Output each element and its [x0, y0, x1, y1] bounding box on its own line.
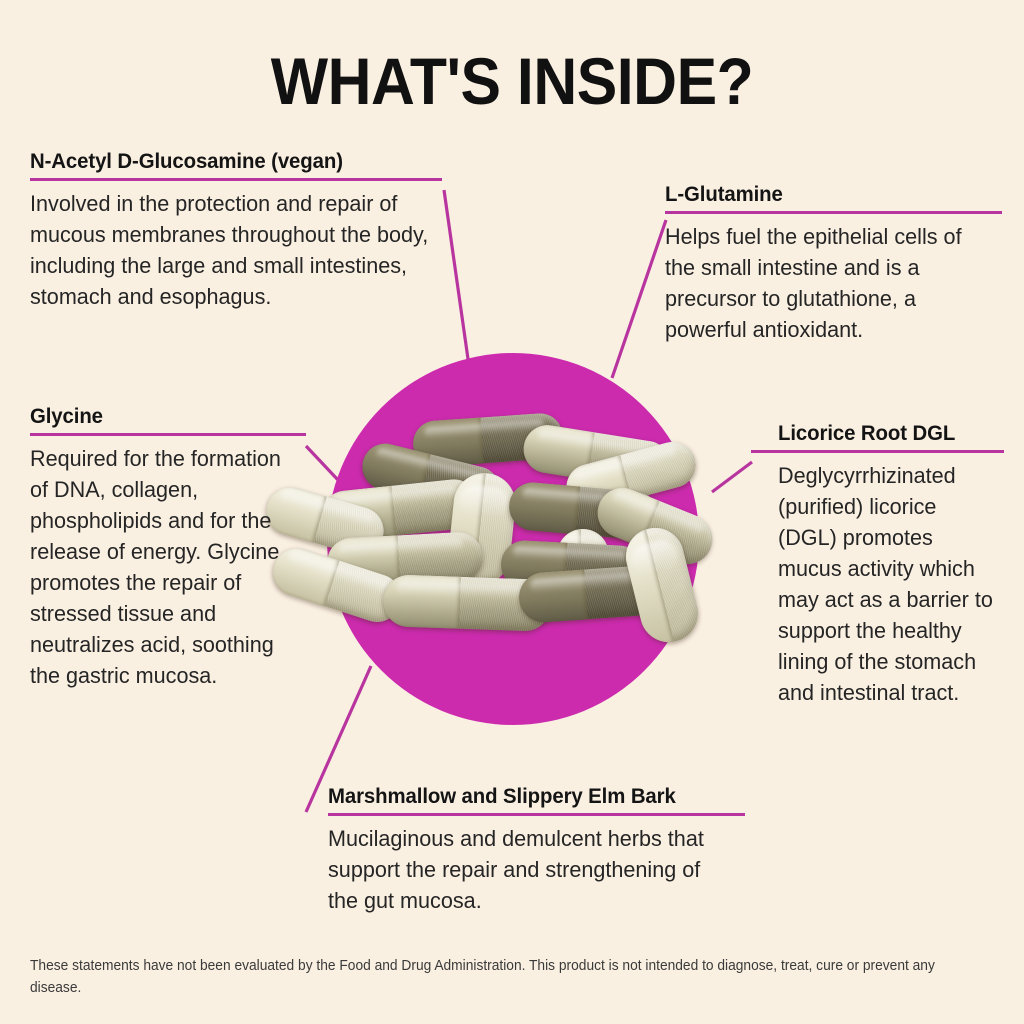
callout-body-glycine: Required for the formation of DNA, colla… — [30, 446, 281, 689]
callout-rule-glycine — [30, 433, 306, 436]
callout-n-acetyl-d-glucosamine: N-Acetyl D-Glucosamine (vegan) Involved … — [30, 150, 446, 312]
connector-n-acetyl — [442, 189, 472, 374]
callout-heading-licorice: Licorice Root DGL — [778, 422, 956, 445]
callout-heading-n-acetyl: N-Acetyl D-Glucosamine (vegan) — [30, 150, 343, 173]
callout-body-n-acetyl: Involved in the protection and repair of… — [30, 191, 429, 310]
callout-heading-l-glutamine: L-Glutamine — [665, 183, 783, 206]
callout-heading-marshmallow: Marshmallow and Slippery Elm Bark — [328, 785, 676, 808]
callout-rule-l-glutamine — [665, 211, 1002, 214]
callout-body-l-glutamine: Helps fuel the epithelial cells of the s… — [665, 224, 962, 343]
callout-heading-glycine: Glycine — [30, 405, 103, 428]
page-title: WHAT'S INSIDE? — [270, 44, 754, 118]
callout-marshmallow-slippery-elm-bark: Marshmallow and Slippery Elm Bark Mucila… — [328, 785, 748, 916]
callout-glycine: Glycine Required for the formation of DN… — [30, 405, 308, 691]
callout-body-marshmallow: Mucilaginous and demulcent herbs that su… — [328, 826, 704, 914]
callout-licorice-root-dgl: Licorice Root DGL Deglycyrrhizinated (pu… — [751, 422, 1006, 708]
capsule-pile-image — [260, 411, 761, 661]
callout-body-licorice: Deglycyrrhizinated (purified) licorice (… — [778, 463, 993, 706]
callout-rule-marshmallow — [328, 813, 745, 816]
fda-disclaimer: These statements have not been evaluated… — [30, 958, 935, 997]
callout-rule-n-acetyl — [30, 178, 442, 181]
callout-l-glutamine: L-Glutamine Helps fuel the epithelial ce… — [665, 183, 1005, 345]
callout-rule-licorice — [751, 450, 1004, 453]
product-graphic — [260, 353, 720, 725]
